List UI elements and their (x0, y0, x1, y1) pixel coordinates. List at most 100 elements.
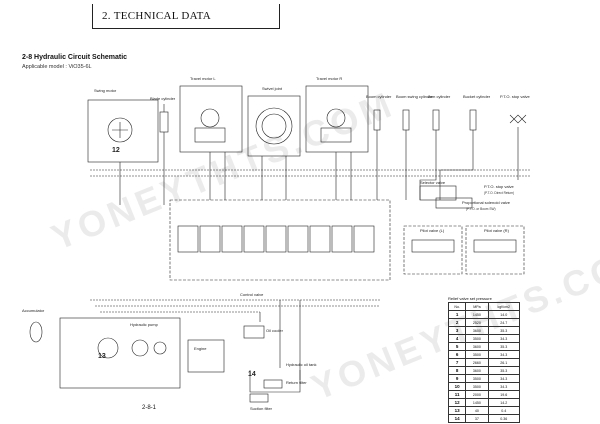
table-cell: 34.3 (487, 382, 521, 391)
hydraulic-oil-tank-symbol (249, 370, 301, 393)
table-header: kgf/cm2 (487, 302, 521, 311)
table-cell: 6 (447, 350, 467, 359)
travel-motor-l-label: Travel motor L (190, 76, 216, 81)
arm-cylinder-label: Arm cylinder (428, 94, 451, 99)
blade-cylinder-symbol (159, 111, 169, 133)
control-valve-label: Control valve (240, 292, 264, 297)
control-valve-block (169, 199, 391, 281)
pilot-valve-r-box (465, 225, 525, 275)
hydraulic-oil-tank-label: Hydraulic oil tank (286, 362, 316, 367)
table-cell: 3600 (465, 366, 489, 375)
table-cell: 24.7 (487, 318, 521, 327)
table-cell: 14.0 (487, 310, 521, 319)
swing-motor-box (87, 99, 159, 163)
component-number-13: 13 (98, 353, 106, 360)
boom-swing-cylinder-label: Boom swing cylinder (396, 94, 433, 99)
table-cell: 2 (447, 318, 467, 327)
table-cell: 40 (465, 406, 489, 415)
blade-cylinder-label: Blade cylinder (150, 96, 176, 101)
table-cell: 1 (447, 310, 467, 319)
bucket-cylinder-symbol (469, 109, 477, 131)
table-cell: 1450 (465, 398, 489, 407)
table-cell: 3600 (465, 326, 489, 335)
header-box (92, 4, 280, 29)
bucket-cylinder-label: Bucket cylinder (463, 94, 491, 99)
page-header-title: 2. TECHNICAL DATA (102, 10, 212, 22)
engine-label: Engine (194, 346, 207, 351)
travel-motor-r-label: Travel motor R (316, 76, 342, 81)
table-cell: 3500 (465, 334, 489, 343)
component-number-14: 14 (248, 371, 256, 378)
pto-or-boom-sw-label: (P.T.O. or Boom SW) (466, 207, 496, 211)
boom-cylinder-symbol (373, 109, 381, 131)
pump-group-box (59, 317, 181, 389)
swivel-joint-box (247, 95, 301, 157)
travel-motor-l-box (179, 85, 243, 153)
pto-stop-valve-label: P.T.O. stop valve (500, 94, 530, 99)
swivel-joint-label: Swivel joint (262, 86, 283, 91)
table-cell: 26.1 (487, 358, 521, 367)
suction-filter-label: Suction filter (250, 406, 273, 411)
table-cell: 19.6 (487, 390, 521, 399)
table-cell: 13 (447, 406, 467, 415)
relief-table-caption: Relief valve set pressure (448, 296, 492, 301)
selector-valve-label: Selector valve (420, 180, 446, 185)
table-cell: 10 (447, 382, 467, 391)
table-cell: 2660 (465, 358, 489, 367)
table-cell: 14 (447, 414, 467, 423)
oil-cooler-label: Oil cooler (266, 328, 284, 333)
swing-motor-symbol (107, 117, 133, 143)
table-cell: 12 (447, 398, 467, 407)
table-header: MPa (465, 302, 489, 311)
table-cell: 37 (465, 414, 489, 423)
pilot-valve-l-box (403, 225, 463, 275)
oil-cooler-symbol (243, 325, 265, 339)
table-cell: 3 (447, 326, 467, 335)
boom-cylinder-label: Boom cylinder (366, 94, 392, 99)
table-cell: 3500 (465, 350, 489, 359)
table-cell: 1450 (465, 310, 489, 319)
table-cell: 3500 (465, 382, 489, 391)
selector-valve-symbol (419, 185, 457, 201)
table-cell: 8 (447, 366, 467, 375)
pilot-valve-r-label: Pilot valve (R) (484, 228, 510, 233)
section-title: 2-8 Hydraulic Circuit Schematic (22, 54, 128, 61)
accumulator-label: Accumulator (22, 308, 45, 313)
hydraulic-pump-label: Hydraulic pump (130, 322, 159, 327)
table-cell: 3500 (465, 374, 489, 383)
table-cell: 0.4 (487, 406, 521, 415)
swing-motor-label: Swing motor (94, 88, 117, 93)
pto-stop-valve-2-label: P.T.O. stop valve (484, 184, 514, 189)
table-cell: 2000 (465, 390, 489, 399)
page-number: 2-8-1 (142, 405, 157, 411)
table-cell: 35.3 (487, 326, 521, 335)
engine-box (187, 339, 225, 373)
pto-stop-valve-symbol (509, 114, 527, 124)
table-cell: 9 (447, 374, 467, 383)
table-cell: 34.3 (487, 334, 521, 343)
table-cell: 4 (447, 334, 467, 343)
applicable-model: Applicable model : ViO35-6L (22, 64, 92, 70)
pto-direct-return-label: (P.T.O. Direct Return) (484, 191, 514, 195)
suction-filter-symbol (249, 393, 269, 403)
table-cell: 0.36 (487, 414, 521, 423)
pilot-valve-l-label: Pilot valve (L) (420, 228, 445, 233)
table-cell: 14.2 (487, 398, 521, 407)
table-cell: 35.3 (487, 342, 521, 351)
boom-swing-cylinder-symbol (402, 109, 410, 131)
return-filter-label: Return filter (286, 380, 307, 385)
table-cell: 34.3 (487, 374, 521, 383)
